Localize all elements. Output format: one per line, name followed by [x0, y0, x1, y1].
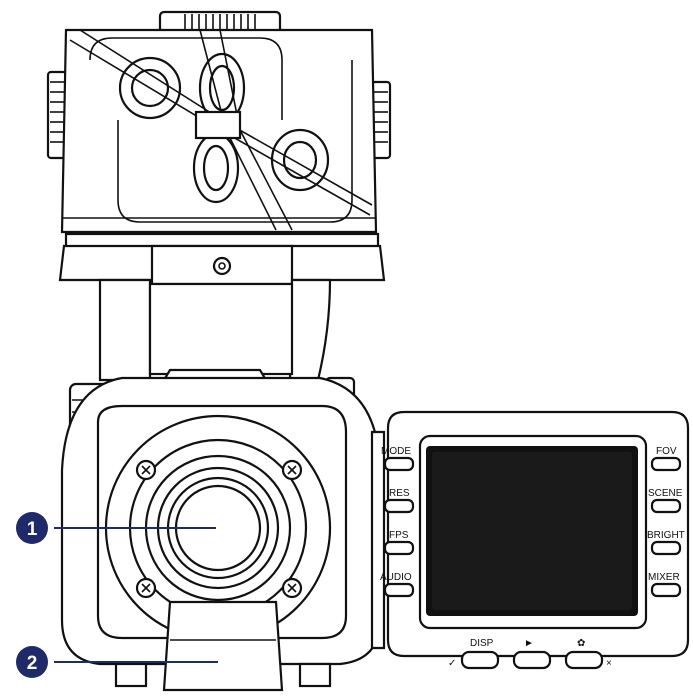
disp-button[interactable]: DISP ✓ [448, 638, 500, 670]
lcd-left-buttons: MODE RES FPS AUDIO [380, 446, 415, 598]
fps-button-label: FPS [389, 530, 409, 541]
play-icon: ► [524, 638, 534, 649]
callout-2-number: 2 [27, 653, 38, 674]
settings-button[interactable]: ✿ × [564, 638, 612, 670]
bright-button-label: BRIGHT [647, 530, 685, 541]
settings-icon: ✿ [577, 638, 585, 649]
cross-mark-icon: × [606, 658, 612, 669]
callout-1-number: 1 [27, 519, 38, 540]
fov-button[interactable]: FOV [650, 446, 682, 472]
audio-button-label: AUDIO [380, 572, 412, 583]
lcd-panel [370, 410, 690, 658]
callout-2-badge [16, 646, 48, 678]
res-button-label: RES [389, 488, 410, 499]
scene-button-label: SCENE [648, 488, 683, 499]
callout-1-badge [16, 512, 48, 544]
mixer-button[interactable]: MIXER [648, 572, 682, 598]
lcd-right-buttons: FOV SCENE BRIGHT MIXER [647, 446, 685, 598]
fov-button-label: FOV [656, 446, 677, 457]
scene-button[interactable]: SCENE [648, 488, 683, 514]
callout-1: 1 [16, 512, 216, 544]
mode-button[interactable]: MODE [381, 446, 415, 472]
mount-arm [58, 232, 386, 382]
mode-button-label: MODE [381, 446, 411, 457]
camera-body [60, 368, 382, 692]
check-mark-icon: ✓ [448, 658, 456, 669]
disp-button-label: DISP [470, 638, 494, 649]
audio-button[interactable]: AUDIO [380, 572, 415, 598]
callout-2: 2 [16, 646, 218, 678]
fps-button[interactable]: FPS [383, 530, 415, 556]
lcd-bottom-buttons: DISP ✓ ► ✿ × [448, 638, 612, 670]
mixer-button-label: MIXER [648, 572, 680, 583]
bright-button[interactable]: BRIGHT [647, 530, 685, 556]
play-button[interactable]: ► [512, 638, 552, 670]
microphone-capsule [46, 10, 392, 234]
res-button[interactable]: RES [383, 488, 415, 514]
